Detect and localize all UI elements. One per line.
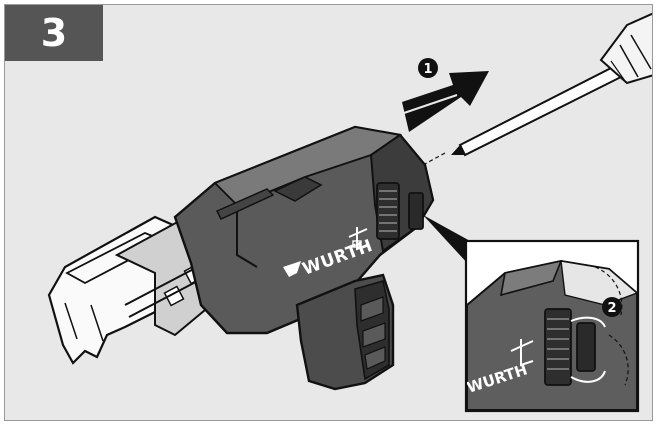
step-number: 3 (40, 11, 68, 55)
illustration-frame: 3 1 (4, 4, 653, 421)
screwdriver-icon (422, 12, 652, 166)
marker-2-label: 2 (607, 301, 616, 316)
detail-inset: WURTH 2 (464, 239, 640, 413)
marker-1-label: 1 (423, 62, 432, 77)
marker-2: 2 (602, 297, 622, 317)
screw-magazine-attachment: WURTH (47, 125, 435, 391)
marker-1: 1 (418, 58, 438, 78)
release-clip (576, 322, 596, 372)
assembly-illustration: 1 (47, 12, 652, 413)
push-arrow-icon (402, 71, 489, 132)
brand-logo-icon (283, 261, 301, 277)
step-number-badge: 3 (5, 5, 103, 61)
